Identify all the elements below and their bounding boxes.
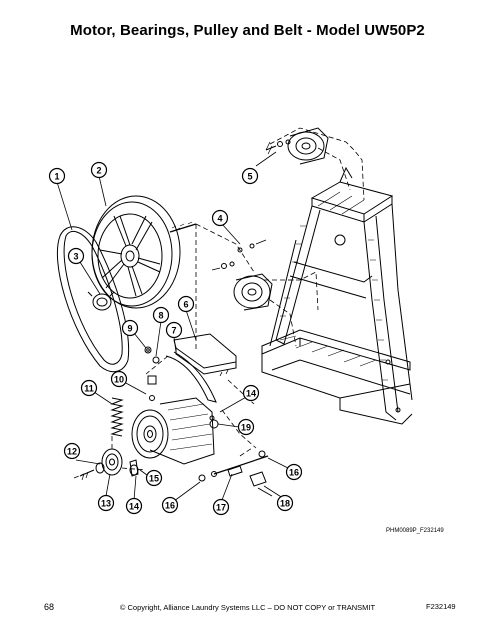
svg-text:19: 19 [241, 423, 251, 433]
pulley-hub [87, 291, 115, 311]
svg-text:8: 8 [158, 311, 163, 321]
callouts: 1 2 3 4 5 6 7 8 9 10 11 12 13 14 14 15 1… [48, 161, 303, 516]
callout-15: 15 [145, 469, 163, 487]
callout-14-right: 14 [242, 384, 260, 402]
callout-19: 19 [237, 418, 255, 436]
svg-text:1: 1 [54, 172, 59, 182]
tension-spring [110, 397, 124, 437]
callout-16-right: 16 [285, 463, 303, 481]
callout-12: 12 [63, 442, 81, 460]
callout-10: 10 [110, 370, 128, 388]
copyright-notice: © Copyright, Alliance Laundry Systems LL… [119, 603, 376, 612]
callout-11: 11 [80, 379, 98, 397]
callout-14-bottom: 14 [125, 497, 143, 515]
svg-text:3: 3 [73, 252, 78, 262]
svg-text:15: 15 [149, 474, 159, 484]
svg-text:14: 14 [246, 389, 256, 399]
svg-text:10: 10 [114, 375, 124, 385]
svg-text:9: 9 [127, 324, 132, 334]
callout-7: 7 [165, 321, 183, 339]
callout-2: 2 [90, 161, 108, 179]
svg-text:12: 12 [67, 447, 77, 457]
svg-text:13: 13 [101, 499, 111, 509]
drive-belt [56, 226, 130, 373]
svg-text:2: 2 [96, 166, 101, 176]
svg-text:18: 18 [280, 499, 290, 509]
callout-16-left: 16 [161, 496, 179, 514]
svg-text:4: 4 [217, 214, 222, 224]
callout-6: 6 [177, 295, 195, 313]
document-code: F232149 [426, 602, 456, 611]
callout-17: 17 [212, 498, 230, 516]
svg-text:16: 16 [165, 501, 175, 511]
svg-text:11: 11 [84, 384, 94, 394]
svg-text:6: 6 [183, 300, 188, 310]
page-title: Motor, Bearings, Pulley and Belt - Model… [70, 22, 425, 39]
svg-text:16: 16 [289, 468, 299, 478]
motor [131, 397, 219, 465]
bearing-housing-lower [211, 239, 273, 311]
large-pulley [91, 195, 181, 309]
callout-9: 9 [121, 319, 139, 337]
assembly-lines [73, 127, 365, 479]
adjuster-bolt [198, 450, 273, 497]
pulley-shaft [169, 223, 197, 233]
machine-frame [261, 166, 413, 425]
callout-3: 3 [67, 247, 85, 265]
page-number: 68 [44, 602, 55, 612]
callout-8: 8 [152, 306, 170, 324]
svg-text:7: 7 [171, 326, 176, 336]
callout-5: 5 [241, 167, 259, 185]
bearing-housing-upper [265, 127, 329, 165]
callout-18: 18 [276, 494, 294, 512]
svg-text:5: 5 [247, 172, 252, 182]
figure-reference: PHM0089P_F232149 [386, 528, 444, 534]
callout-13: 13 [97, 494, 115, 512]
callout-1: 1 [48, 167, 66, 185]
svg-text:17: 17 [216, 503, 226, 513]
motor-pulley [79, 448, 139, 481]
callout-4: 4 [211, 209, 229, 227]
svg-text:14: 14 [129, 502, 139, 512]
motor-mount-bracket [144, 333, 237, 403]
